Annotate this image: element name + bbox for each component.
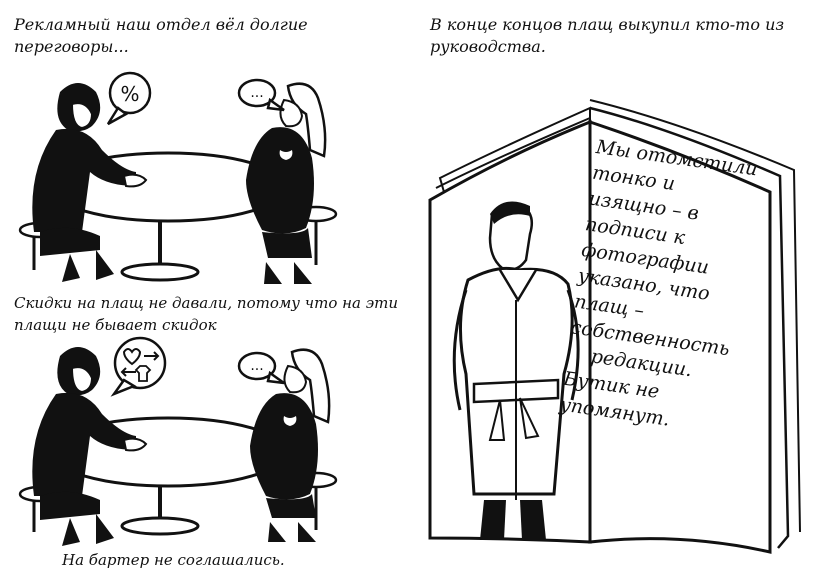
caption-coat-bought: В конце концов плащ выкупил кто-то из ру… (430, 15, 785, 56)
man-in-trench-coat (452, 201, 580, 540)
heart-icon (122, 348, 142, 366)
arrow-right-icon (144, 351, 160, 361)
figure-boutique-rep-bottom (250, 348, 331, 542)
barter-bubble (110, 336, 167, 397)
ellipsis-bubble-bottom-text: ... (250, 358, 263, 374)
figure-boutique-rep-top (246, 82, 327, 284)
caption-no-barter: На бартер не соглашались. (62, 551, 285, 569)
arrow-left-icon (120, 367, 136, 377)
figure-ad-rep-bottom (32, 347, 148, 546)
magazine-right-page (588, 119, 772, 554)
caption-negotiations: Рекламный наш отдел вёл долгие переговор… (14, 15, 308, 56)
percent-bubble-text: % (120, 82, 139, 106)
magazine-spread (428, 99, 801, 554)
caption-no-discounts: Скидки на плащ не давали, потому что на … (14, 294, 398, 334)
panel-bottom-negotiation: ... (18, 336, 338, 546)
figure-ad-rep-top (32, 83, 148, 282)
panel-top-negotiation: % ... (18, 71, 338, 284)
ellipsis-bubble-top-text: ... (250, 85, 263, 101)
coat-icon (134, 365, 152, 382)
